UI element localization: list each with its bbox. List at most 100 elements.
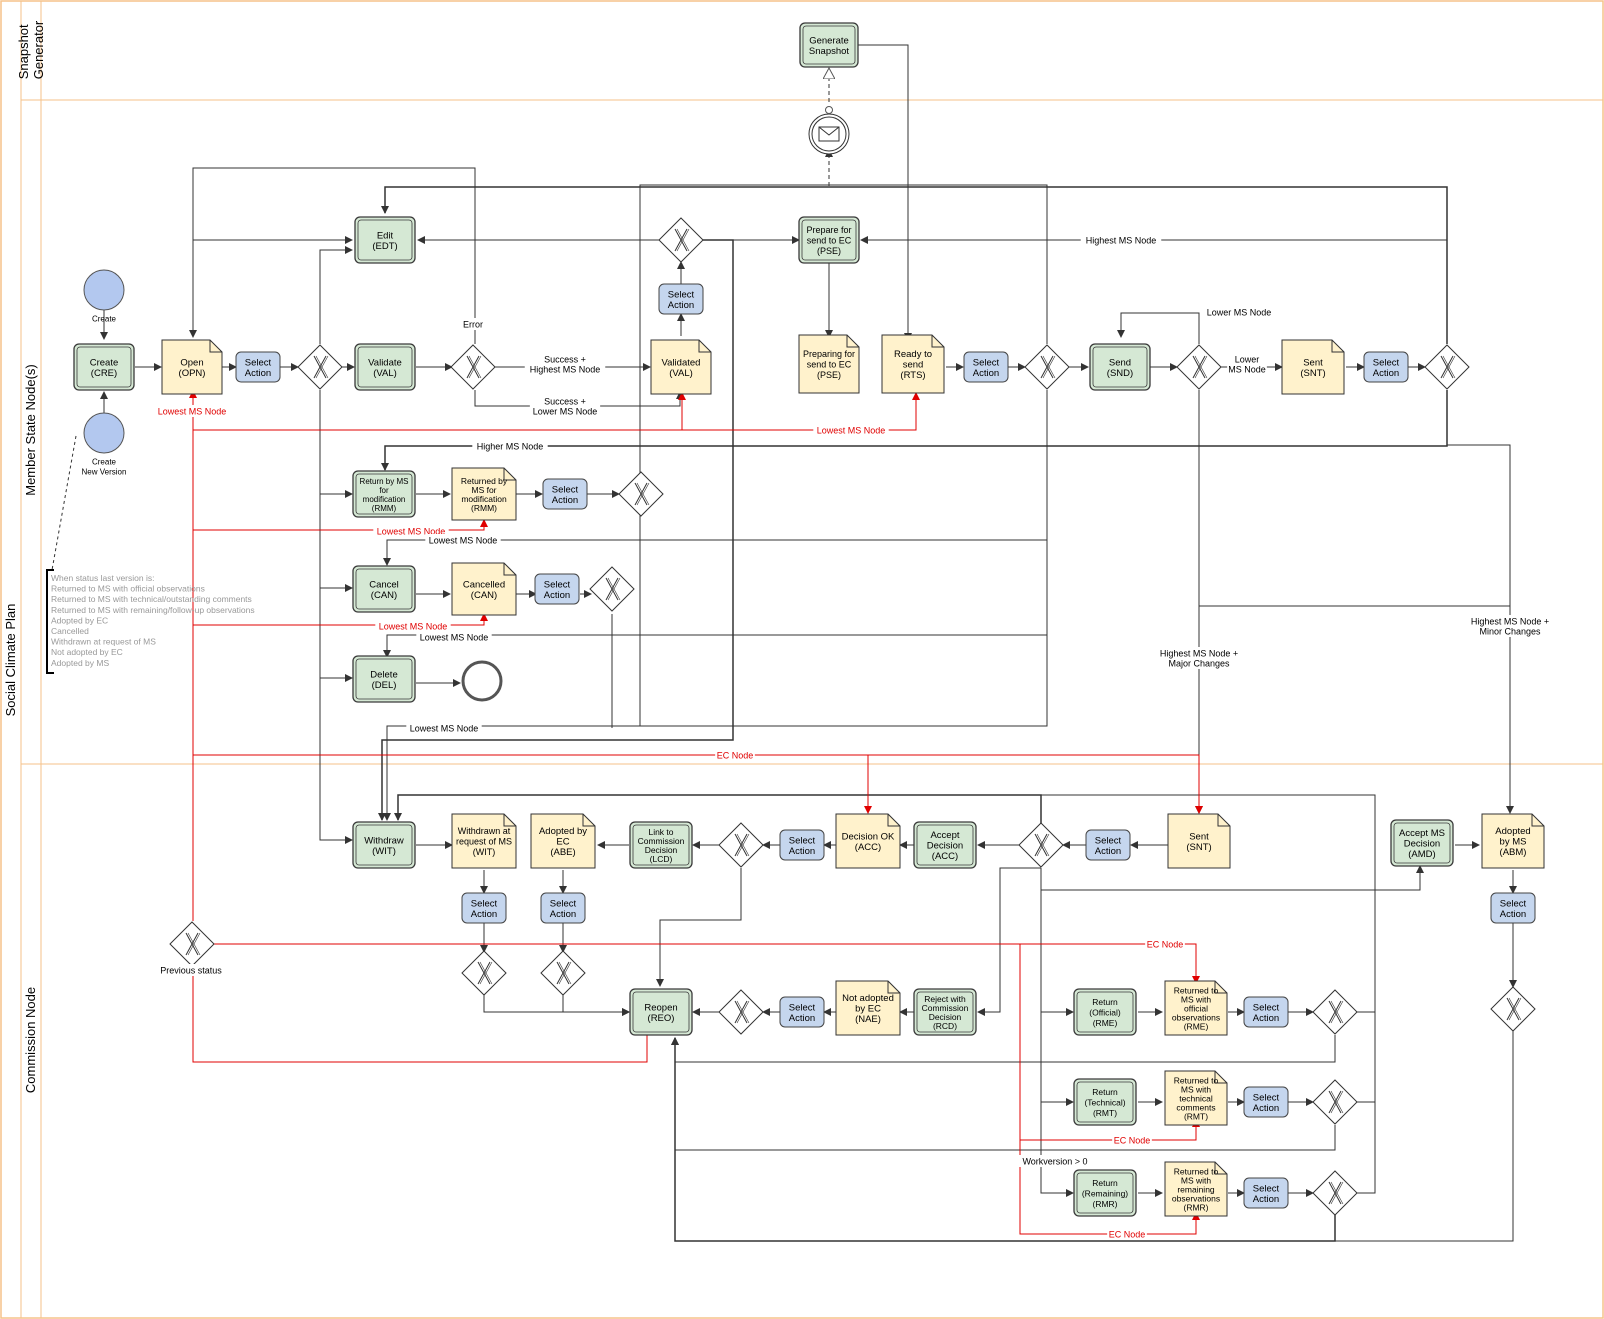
task-cre[interactable]: Create(CRE) (73, 343, 135, 391)
gateway-validate[interactable] (450, 344, 496, 390)
gateway-rts[interactable] (1024, 344, 1070, 390)
flow-edge (977, 867, 1041, 1016)
flow-edge (1040, 868, 1074, 1197)
task-rmr[interactable]: Return(Remaining)(RMR) (1073, 1169, 1137, 1217)
state-snt-ec-label: Sent(SNT) (1186, 831, 1211, 853)
state-snt-ms[interactable]: Sent(SNT) (1281, 339, 1345, 395)
end-event[interactable] (461, 660, 503, 702)
gateway-snt-ms[interactable] (1424, 344, 1470, 390)
start-event-create[interactable] (83, 269, 125, 311)
state-opn[interactable]: Open(OPN) (161, 339, 223, 395)
label-ec-1: EC Node (715, 749, 755, 761)
gateway-opn[interactable] (297, 344, 343, 390)
gateway-nae[interactable] (718, 989, 764, 1035)
gateway-val[interactable] (658, 217, 704, 263)
gateway-lcd[interactable] (718, 822, 764, 868)
flow-edge (192, 519, 488, 921)
gateway-rme[interactable] (1312, 989, 1358, 1035)
task-can[interactable]: Cancel(CAN) (352, 565, 416, 613)
label-previous_status: Previous status (150, 964, 232, 976)
flow-edge (192, 613, 488, 921)
label-lowest-rts-text: Lowest MS Node (817, 426, 886, 436)
state-can[interactable]: Cancelled(CAN) (451, 562, 517, 616)
flow-edge (675, 1125, 1336, 1151)
higher_ms_node-text: Higher MS Node (477, 442, 544, 452)
task-validate[interactable]: Validate(VAL) (354, 343, 416, 391)
label-lowest-1: Lowest MS Node (425, 534, 501, 546)
gateway-abe[interactable] (540, 950, 586, 996)
state-val[interactable]: Validated(VAL) (650, 339, 712, 395)
task-wit[interactable]: Withdraw(WIT) (352, 821, 416, 869)
state-val-label: Validated(VAL) (662, 357, 701, 379)
task-reo[interactable]: Reopen(REO) (629, 988, 693, 1036)
start-event-create-new-version[interactable] (83, 412, 125, 454)
gateway-previous-status[interactable] (169, 921, 215, 967)
lane-title-snapshot-line: Snapshot (16, 24, 31, 79)
task-del[interactable]: Delete(DEL) (352, 655, 416, 703)
gateway-rmm[interactable] (618, 471, 664, 517)
lane-title-snapshot-line: Generator (31, 20, 46, 79)
gateway-snd[interactable] (1176, 344, 1222, 390)
flow-edge (1198, 390, 1510, 607)
task-validate-label: Validate(VAL) (368, 357, 402, 379)
state-acc-label: Decision OK(ACC) (842, 831, 895, 853)
task-rmt[interactable]: Return(Technical)(RMT) (1073, 1078, 1137, 1126)
label-ec-3-text: EC Node (1114, 1136, 1151, 1146)
gateway-snt-ec[interactable] (1018, 822, 1064, 868)
gateway-can[interactable] (589, 566, 635, 612)
version-note-text: When status last version is:Returned to … (51, 573, 255, 668)
state-acc[interactable]: Decision OK(ACC) (835, 813, 901, 869)
label-ec-4: EC Node (1107, 1228, 1147, 1240)
task-edt[interactable]: Edit(EDT) (354, 216, 416, 264)
gateway-abm[interactable] (1490, 986, 1536, 1032)
gateway-rmr[interactable] (1312, 1170, 1358, 1216)
task-rme[interactable]: Return(Official)(RME) (1073, 988, 1137, 1036)
task-snd[interactable]: Send(SND) (1089, 343, 1151, 391)
workversion-text: Workversion > 0 (1022, 1157, 1087, 1167)
gateway-wit[interactable] (461, 950, 507, 996)
gateway-rmt[interactable] (1312, 1079, 1358, 1125)
state-snt-ec[interactable]: Sent(SNT) (1167, 813, 1231, 869)
flow-edge (381, 186, 1448, 344)
